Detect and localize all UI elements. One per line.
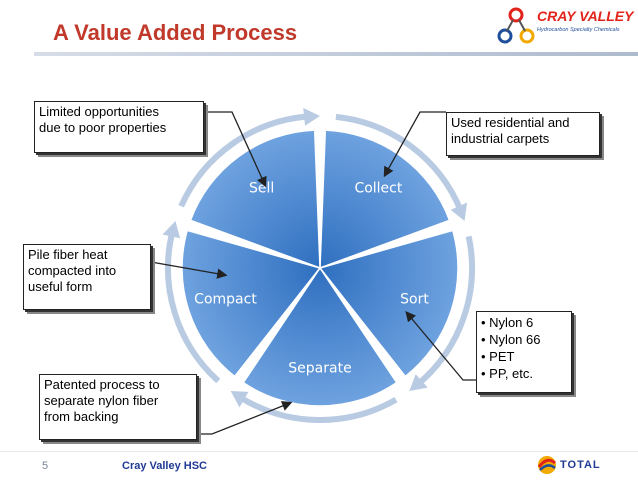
- segment-label: Sort: [400, 292, 429, 308]
- page-number: 5: [42, 460, 49, 472]
- cycle-arrow: [237, 394, 398, 423]
- total-logo: TOTAL: [536, 454, 616, 478]
- cycle-arrowhead: [230, 390, 249, 408]
- callout-line: • Nylon 66: [481, 332, 541, 347]
- title-divider: [34, 52, 638, 56]
- callout-line: Pile fiber heat: [28, 247, 108, 262]
- callout-line: • PP, etc.: [481, 366, 534, 381]
- segment-label: Separate: [288, 360, 351, 376]
- cycle-arrowhead: [450, 202, 468, 222]
- connector-sort: [405, 311, 476, 381]
- cycle-arrowhead: [409, 374, 428, 391]
- connector-compact: [150, 261, 228, 279]
- total-name: TOTAL: [560, 459, 601, 471]
- cycle-arrowhead: [162, 221, 181, 239]
- cray-valley-logo: CRAY VALLEY Hydrocarbon Specialty Chemic…: [497, 6, 633, 52]
- callout-sell: Limited opportunities due to poor proper…: [34, 101, 204, 153]
- cycle-arrow: [415, 235, 475, 387]
- cycle-arrow: [165, 230, 221, 384]
- segment-label: Compact: [194, 292, 257, 308]
- segment-sell: [189, 129, 321, 270]
- callout-separate: Patented process to separate nylon fiber…: [39, 374, 197, 440]
- cycle-arrowhead: [303, 107, 320, 126]
- callout-line: Used residential and: [451, 115, 570, 130]
- cycle-arrow: [178, 113, 310, 208]
- callout-line: • Nylon 6: [481, 315, 534, 330]
- molecule-icon: [497, 7, 535, 44]
- callout-line: industrial carpets: [451, 131, 550, 146]
- callout-line: separate nylon fiber: [44, 393, 159, 408]
- callout-line: Limited opportunities: [39, 104, 159, 119]
- callout-line: compacted into: [28, 263, 117, 278]
- segment-compact: [181, 229, 322, 378]
- slide-title: A Value Added Process: [53, 20, 298, 45]
- segment-label: Collect: [354, 181, 402, 197]
- segment-label: Sell: [249, 181, 274, 197]
- callout-line: useful form: [28, 279, 93, 294]
- callout-line: Patented process to: [44, 377, 160, 392]
- total-emblem-icon: [537, 456, 556, 474]
- callout-line: due to poor properties: [39, 120, 167, 135]
- logo-name: CRAY VALLEY: [537, 8, 634, 24]
- cycle-arrow: [335, 113, 464, 213]
- callout-compact: Pile fiber heat compacted into useful fo…: [23, 244, 151, 310]
- callout-line: • PET: [481, 349, 515, 364]
- callout-line: from backing: [44, 409, 119, 424]
- slide-footer: 5 Cray Valley HSC TOTAL: [0, 451, 638, 480]
- connector-separate: [197, 401, 293, 435]
- connector-collect: [383, 111, 446, 178]
- callout-sort: • Nylon 6 • Nylon 66 • PET • PP, etc.: [476, 311, 572, 393]
- connector-sell: [203, 111, 267, 188]
- segment-separate: [242, 266, 398, 407]
- footer-company: Cray Valley HSC: [122, 460, 207, 472]
- callout-collect: Used residential and industrial carpets: [446, 112, 600, 156]
- segment-collect: [319, 129, 451, 270]
- logo-tagline: Hydrocarbon Specialty Chemicals: [537, 27, 620, 33]
- segment-sort: [318, 229, 459, 378]
